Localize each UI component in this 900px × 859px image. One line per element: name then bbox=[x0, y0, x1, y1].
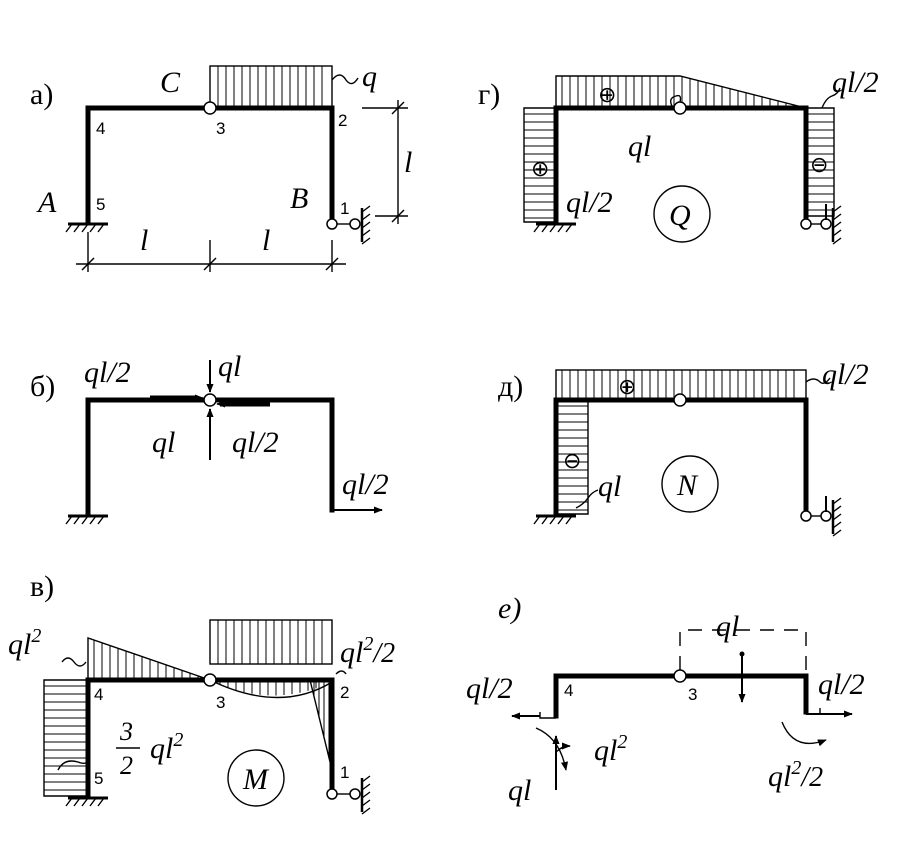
diagram-circle bbox=[653, 185, 711, 243]
shear-diagram bbox=[523, 75, 835, 223]
diagram-label: Q bbox=[669, 199, 691, 232]
panel-g-tag: г) bbox=[478, 78, 500, 111]
label-top: ql bbox=[716, 610, 739, 643]
panel-b: б) ql/2 ql ql ql/2 ql/2 bbox=[30, 350, 389, 525]
load-label-q: q bbox=[362, 60, 377, 93]
point-label-b: B bbox=[290, 182, 308, 215]
leader-left bbox=[61, 657, 87, 667]
sign-plus-top: ⊕ bbox=[598, 82, 616, 107]
left-moment-tip bbox=[555, 742, 571, 753]
sign-minus-right: ⊖ bbox=[810, 152, 828, 177]
label-top-right: ql bbox=[218, 350, 241, 383]
frac-num: 3 bbox=[119, 717, 133, 746]
panel-d: д) ⊕ ⊖ ql/2 ql N bbox=[498, 358, 869, 537]
node-5: 5 bbox=[94, 769, 103, 788]
label-right: ql/2 bbox=[818, 668, 865, 701]
hinge-c bbox=[673, 393, 687, 407]
diagram-label: M bbox=[242, 763, 270, 796]
roller-support-b bbox=[326, 205, 371, 245]
label-moment-right: ql2/2 bbox=[768, 757, 823, 793]
leader-top-right bbox=[821, 87, 841, 109]
label-mid: ql bbox=[628, 130, 651, 163]
node-3: 3 bbox=[688, 685, 697, 704]
label-moment-left: ql2 bbox=[594, 731, 627, 767]
left-moment-arrow bbox=[535, 727, 569, 771]
label-bottom-left: ql bbox=[152, 426, 175, 459]
panel-v: в) bbox=[8, 570, 395, 815]
panel-v-tag: в) bbox=[30, 570, 54, 603]
span-label-2: l bbox=[262, 224, 270, 257]
diagram-circle bbox=[227, 749, 285, 807]
node-3: 3 bbox=[216, 119, 225, 138]
label-support: ql/2 bbox=[342, 468, 389, 501]
diagram-label: N bbox=[676, 469, 699, 502]
label-top-right: ql/2 bbox=[832, 66, 879, 99]
panel-a-tag: а) bbox=[30, 78, 53, 111]
node-1: 1 bbox=[340, 763, 349, 782]
label-left-top: ql2 bbox=[8, 625, 41, 661]
point-label-c: C bbox=[160, 66, 181, 99]
roller-support bbox=[326, 775, 371, 815]
roller-support bbox=[800, 204, 842, 245]
hinge-c bbox=[673, 101, 687, 115]
left-end-bracket bbox=[539, 712, 556, 719]
label-left: ql bbox=[598, 470, 621, 503]
fixed-support bbox=[533, 514, 576, 525]
load-leader bbox=[331, 74, 359, 85]
fixed-support bbox=[65, 514, 108, 525]
leader-top-right bbox=[805, 377, 831, 385]
height-dimension bbox=[362, 100, 408, 224]
span-dimension bbox=[76, 232, 346, 272]
fixed-support bbox=[533, 222, 576, 233]
hinge-c bbox=[203, 393, 217, 407]
hinge-c bbox=[203, 101, 217, 115]
sign-minus: ⊖ bbox=[563, 448, 581, 473]
roller-support bbox=[800, 496, 842, 537]
node-3: 3 bbox=[216, 693, 225, 712]
label-bottom-right: ql/2 bbox=[232, 426, 279, 459]
distributed-load bbox=[209, 619, 333, 665]
panel-g: г) ⊕ ⊕ ⊖ ql/2 ql ql/2 bbox=[478, 66, 879, 245]
leader-left bbox=[575, 489, 599, 509]
node-5: 5 bbox=[96, 195, 105, 214]
panel-a: а) q C A B 1 2 3 4 5 bbox=[30, 60, 412, 272]
fixed-support-a bbox=[65, 222, 108, 233]
label-bottom-left: ql bbox=[508, 774, 531, 807]
fixed-support bbox=[65, 796, 108, 807]
distributed-load-q bbox=[209, 65, 333, 109]
span-label-1: l bbox=[140, 224, 148, 257]
load-point bbox=[739, 651, 745, 657]
load-box bbox=[679, 629, 807, 670]
point-label-a: A bbox=[36, 186, 57, 219]
panel-e-tag: е) bbox=[498, 592, 521, 625]
label-left-bottom: ql/2 bbox=[566, 186, 613, 219]
node-4: 4 bbox=[564, 681, 573, 700]
leader-frac bbox=[57, 757, 89, 771]
height-label: l bbox=[404, 146, 412, 179]
right-moment-arrow bbox=[781, 721, 827, 747]
label-right-top: ql2/2 bbox=[340, 633, 395, 669]
node-2: 2 bbox=[340, 683, 349, 702]
label-top-left: ql/2 bbox=[84, 356, 131, 389]
diagram-circle bbox=[661, 455, 719, 513]
label-left: ql/2 bbox=[466, 672, 513, 705]
frac-tail: ql2 bbox=[150, 729, 183, 765]
node-1: 1 bbox=[340, 199, 349, 218]
panel-d-tag: д) bbox=[498, 370, 523, 403]
sign-plus: ⊕ bbox=[618, 374, 636, 399]
panel-b-tag: б) bbox=[30, 370, 55, 403]
frac-den: 2 bbox=[120, 751, 133, 780]
node-4: 4 bbox=[94, 685, 103, 704]
node-2: 2 bbox=[338, 111, 347, 130]
panel-e: е) ql ql/2 ql/2 ql2 ql2/2 ql 3 4 bbox=[466, 592, 865, 807]
leader-mid bbox=[669, 94, 682, 107]
hinge-c bbox=[673, 669, 687, 683]
sign-plus-left: ⊕ bbox=[531, 156, 549, 181]
hinge-c bbox=[203, 673, 217, 687]
label-top-right: ql/2 bbox=[822, 358, 869, 391]
node-4: 4 bbox=[96, 119, 105, 138]
leader-right bbox=[335, 670, 347, 675]
